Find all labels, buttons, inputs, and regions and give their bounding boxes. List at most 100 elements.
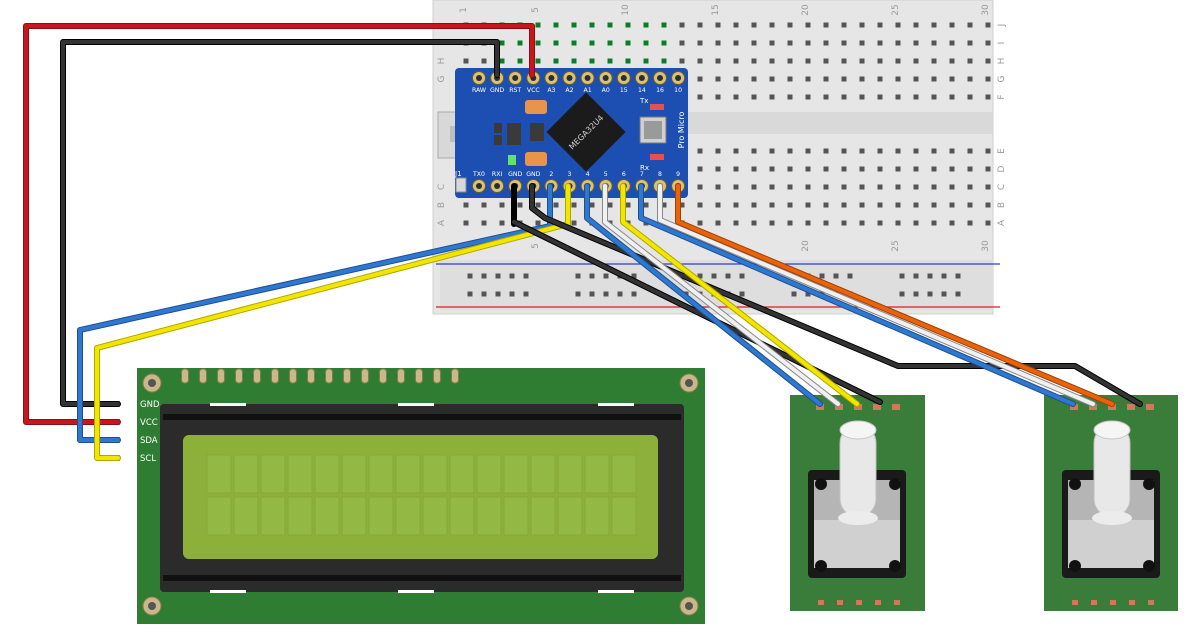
rail-hole[interactable] [697,273,703,279]
breadboard-hole[interactable] [895,148,901,154]
breadboard-hole[interactable] [931,94,937,100]
breadboard-hole[interactable] [697,148,703,154]
breadboard-hole[interactable] [805,22,811,28]
rail-hole[interactable] [955,273,961,279]
breadboard-hole[interactable] [967,148,973,154]
breadboard-hole[interactable] [931,58,937,64]
breadboard-hole[interactable] [733,184,739,190]
breadboard-hole[interactable] [769,220,775,226]
rail-hole[interactable] [467,291,473,297]
breadboard-hole[interactable] [895,94,901,100]
breadboard-hole[interactable] [877,148,883,154]
breadboard-hole[interactable] [877,58,883,64]
breadboard-hole[interactable] [715,94,721,100]
wire-blue-encoder[interactable] [585,184,822,406]
breadboard-hole[interactable] [805,76,811,82]
breadboard-hole[interactable] [589,40,595,46]
breadboard-hole[interactable] [787,202,793,208]
breadboard-hole[interactable] [823,22,829,28]
breadboard-hole[interactable] [895,166,901,172]
breadboard-hole[interactable] [571,202,577,208]
breadboard-hole[interactable] [823,148,829,154]
breadboard-hole[interactable] [787,148,793,154]
breadboard-hole[interactable] [697,22,703,28]
breadboard-hole[interactable] [967,166,973,172]
rail-hole[interactable] [819,273,825,279]
breadboard-hole[interactable] [769,22,775,28]
rail-hole[interactable] [927,291,933,297]
wire-yellow-encoder[interactable] [621,184,859,406]
breadboard-hole[interactable] [499,202,505,208]
breadboard-hole[interactable] [697,58,703,64]
breadboard-hole[interactable] [949,40,955,46]
rail-hole[interactable] [833,273,839,279]
breadboard-hole[interactable] [931,76,937,82]
breadboard-hole[interactable] [841,76,847,82]
breadboard-hole[interactable] [859,148,865,154]
breadboard-hole[interactable] [643,202,649,208]
breadboard-hole[interactable] [841,22,847,28]
breadboard-hole[interactable] [931,148,937,154]
breadboard-hole[interactable] [769,202,775,208]
breadboard-hole[interactable] [571,220,577,226]
breadboard-hole[interactable] [985,148,991,154]
breadboard-hole[interactable] [751,76,757,82]
breadboard-hole[interactable] [949,76,955,82]
breadboard-hole[interactable] [769,148,775,154]
breadboard-hole[interactable] [823,166,829,172]
breadboard-hole[interactable] [643,22,649,28]
breadboard-hole[interactable] [787,76,793,82]
breadboard-hole[interactable] [805,184,811,190]
breadboard-hole[interactable] [859,22,865,28]
breadboard-hole[interactable] [715,148,721,154]
breadboard-hole[interactable] [625,58,631,64]
wire-orange-encoder[interactable] [676,184,1114,406]
breadboard-hole[interactable] [679,58,685,64]
breadboard-hole[interactable] [787,166,793,172]
rail-hole[interactable] [603,273,609,279]
breadboard-hole[interactable] [895,202,901,208]
breadboard-hole[interactable] [607,22,613,28]
breadboard-hole[interactable] [661,22,667,28]
breadboard-hole[interactable] [913,40,919,46]
wire-red-vcc[interactable] [24,24,534,424]
breadboard-hole[interactable] [769,76,775,82]
breadboard-hole[interactable] [949,184,955,190]
breadboard-hole[interactable] [949,58,955,64]
breadboard-hole[interactable] [913,58,919,64]
breadboard-hole[interactable] [985,22,991,28]
rail-hole[interactable] [739,273,745,279]
breadboard-hole[interactable] [535,202,541,208]
breadboard-hole[interactable] [895,22,901,28]
breadboard-hole[interactable] [607,58,613,64]
breadboard-hole[interactable] [715,22,721,28]
breadboard-hole[interactable] [787,94,793,100]
breadboard-hole[interactable] [967,22,973,28]
breadboard-hole[interactable] [589,58,595,64]
breadboard-hole[interactable] [985,58,991,64]
breadboard-hole[interactable] [517,40,523,46]
rail-hole[interactable] [617,291,623,297]
breadboard-hole[interactable] [823,76,829,82]
rail-hole[interactable] [575,273,581,279]
breadboard-hole[interactable] [895,76,901,82]
breadboard-hole[interactable] [913,94,919,100]
breadboard-hole[interactable] [787,40,793,46]
breadboard-hole[interactable] [931,22,937,28]
breadboard-hole[interactable] [769,166,775,172]
wire-white-encoder[interactable] [603,184,840,406]
breadboard-hole[interactable] [625,202,631,208]
breadboard-hole[interactable] [913,22,919,28]
breadboard-hole[interactable] [985,220,991,226]
breadboard-hole[interactable] [499,58,505,64]
breadboard-hole[interactable] [931,184,937,190]
breadboard-hole[interactable] [535,58,541,64]
breadboard-hole[interactable] [733,22,739,28]
breadboard-hole[interactable] [697,202,703,208]
breadboard-hole[interactable] [625,22,631,28]
breadboard-hole[interactable] [769,184,775,190]
breadboard-hole[interactable] [823,202,829,208]
breadboard-hole[interactable] [661,202,667,208]
rail-hole[interactable] [589,273,595,279]
breadboard-hole[interactable] [823,94,829,100]
